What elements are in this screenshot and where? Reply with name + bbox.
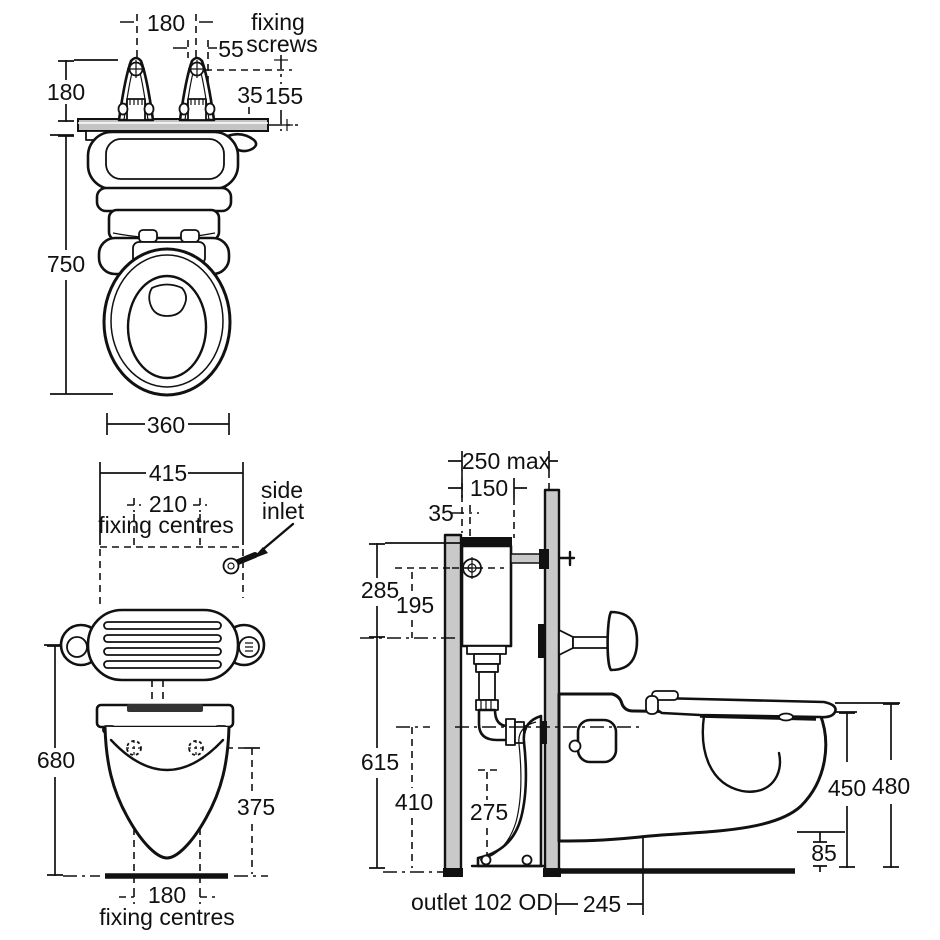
fixing-bracket-left <box>117 56 155 122</box>
dim-side-450: 450 <box>828 775 866 801</box>
dim-side-150: 150 <box>470 475 508 501</box>
side-view: 250 max 150 35 285 195 615 410 275 450 4… <box>360 448 910 917</box>
dim-side-615: 615 <box>361 749 399 775</box>
wall-fixing-plate <box>77 118 298 141</box>
dim-front-360: 360 <box>147 412 185 438</box>
cistern-top-view <box>59 608 266 706</box>
dim-side-275: 275 <box>470 799 508 825</box>
label-fixing-centres-top: fixing centres <box>98 512 234 538</box>
dim-front-bracket-height: 180 <box>47 79 85 105</box>
dim-side-285: 285 <box>361 577 399 603</box>
fixing-bracket-right <box>178 56 216 122</box>
front-dimension-lines <box>50 14 292 435</box>
dim-plan-375: 375 <box>237 794 275 820</box>
dim-front-750: 750 <box>47 251 85 277</box>
dim-side-245: 245 <box>583 891 621 917</box>
plan-view: 415 210 fixing centres side inlet 680 37… <box>37 460 305 930</box>
pan-underside-view <box>95 703 235 879</box>
dim-plan-180: 180 <box>148 882 186 908</box>
dim-front-155: 155 <box>265 83 303 109</box>
dim-side-195: 195 <box>396 592 434 618</box>
label-side-inlet-2: inlet <box>262 498 305 524</box>
dim-side-410: 410 <box>395 789 433 815</box>
dim-front-55: 55 <box>218 36 244 62</box>
outlet-support-bracket <box>470 714 547 868</box>
dim-plan-415: 415 <box>149 460 187 486</box>
dim-plan-210: 210 <box>149 491 187 517</box>
bowl-front <box>97 229 232 397</box>
dim-side-480: 480 <box>872 773 910 799</box>
label-side-inlet-1: side <box>261 477 303 503</box>
cistern-front <box>86 130 258 242</box>
finished-wall <box>443 533 463 877</box>
dim-front-35: 35 <box>237 82 263 108</box>
label-fixing-centres-bottom: fixing centres <box>99 904 235 930</box>
flush-paddle <box>538 610 639 672</box>
dim-plan-680: 680 <box>37 747 75 773</box>
flush-pipe <box>475 663 547 746</box>
label-fixing-screws-1: fixing <box>251 9 305 35</box>
dim-front-bracket-centres: 180 <box>147 10 185 36</box>
pan-side-profile <box>455 690 837 843</box>
dim-side-250-max: 250 max <box>462 448 551 474</box>
dim-side-35: 35 <box>428 500 454 526</box>
side-inlet-callout <box>222 522 295 575</box>
concealed-cistern <box>452 537 576 665</box>
label-outlet: outlet 102 OD <box>411 889 553 915</box>
label-fixing-screws-2: screws <box>246 31 318 57</box>
dim-side-85: 85 <box>811 840 837 866</box>
front-view: 180 55 fixing screws 180 35 155 750 360 <box>47 9 318 438</box>
